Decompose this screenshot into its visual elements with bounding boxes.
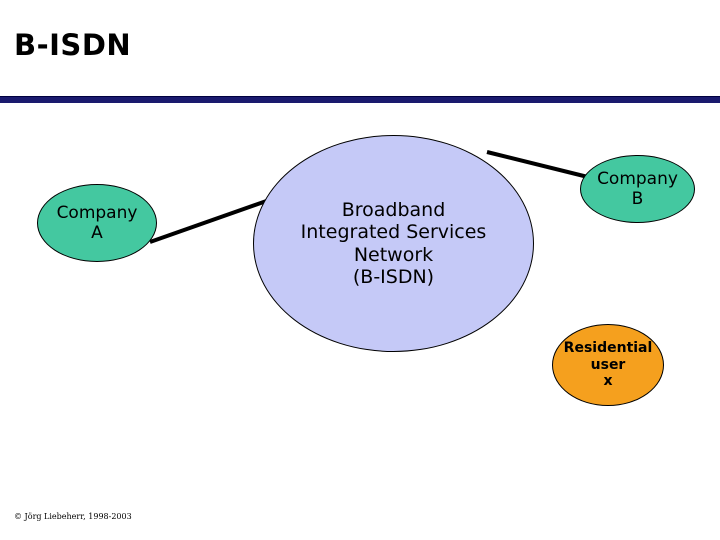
page-title: B-ISDN [14,28,132,62]
node-residential-user[interactable]: Residential user x [552,324,664,406]
copyright-notice: © Jörg Liebeherr, 1998-2003 [14,512,132,521]
node-company-b-label: Company B [597,168,678,209]
diagram-canvas: Broadband Integrated Services Network (B… [0,102,720,502]
title-divider [0,96,720,103]
node-bisdn-label: Broadband Integrated Services Network (B… [300,198,487,288]
node-company-a-label: Company A [56,202,138,243]
node-residential-user-label: Residential user x [563,340,653,390]
line-bisdn-to-company-b [486,150,601,182]
node-company-b[interactable]: Company B [580,155,695,223]
node-bisdn[interactable]: Broadband Integrated Services Network (B… [253,135,534,352]
node-company-a[interactable]: Company A [37,184,157,262]
